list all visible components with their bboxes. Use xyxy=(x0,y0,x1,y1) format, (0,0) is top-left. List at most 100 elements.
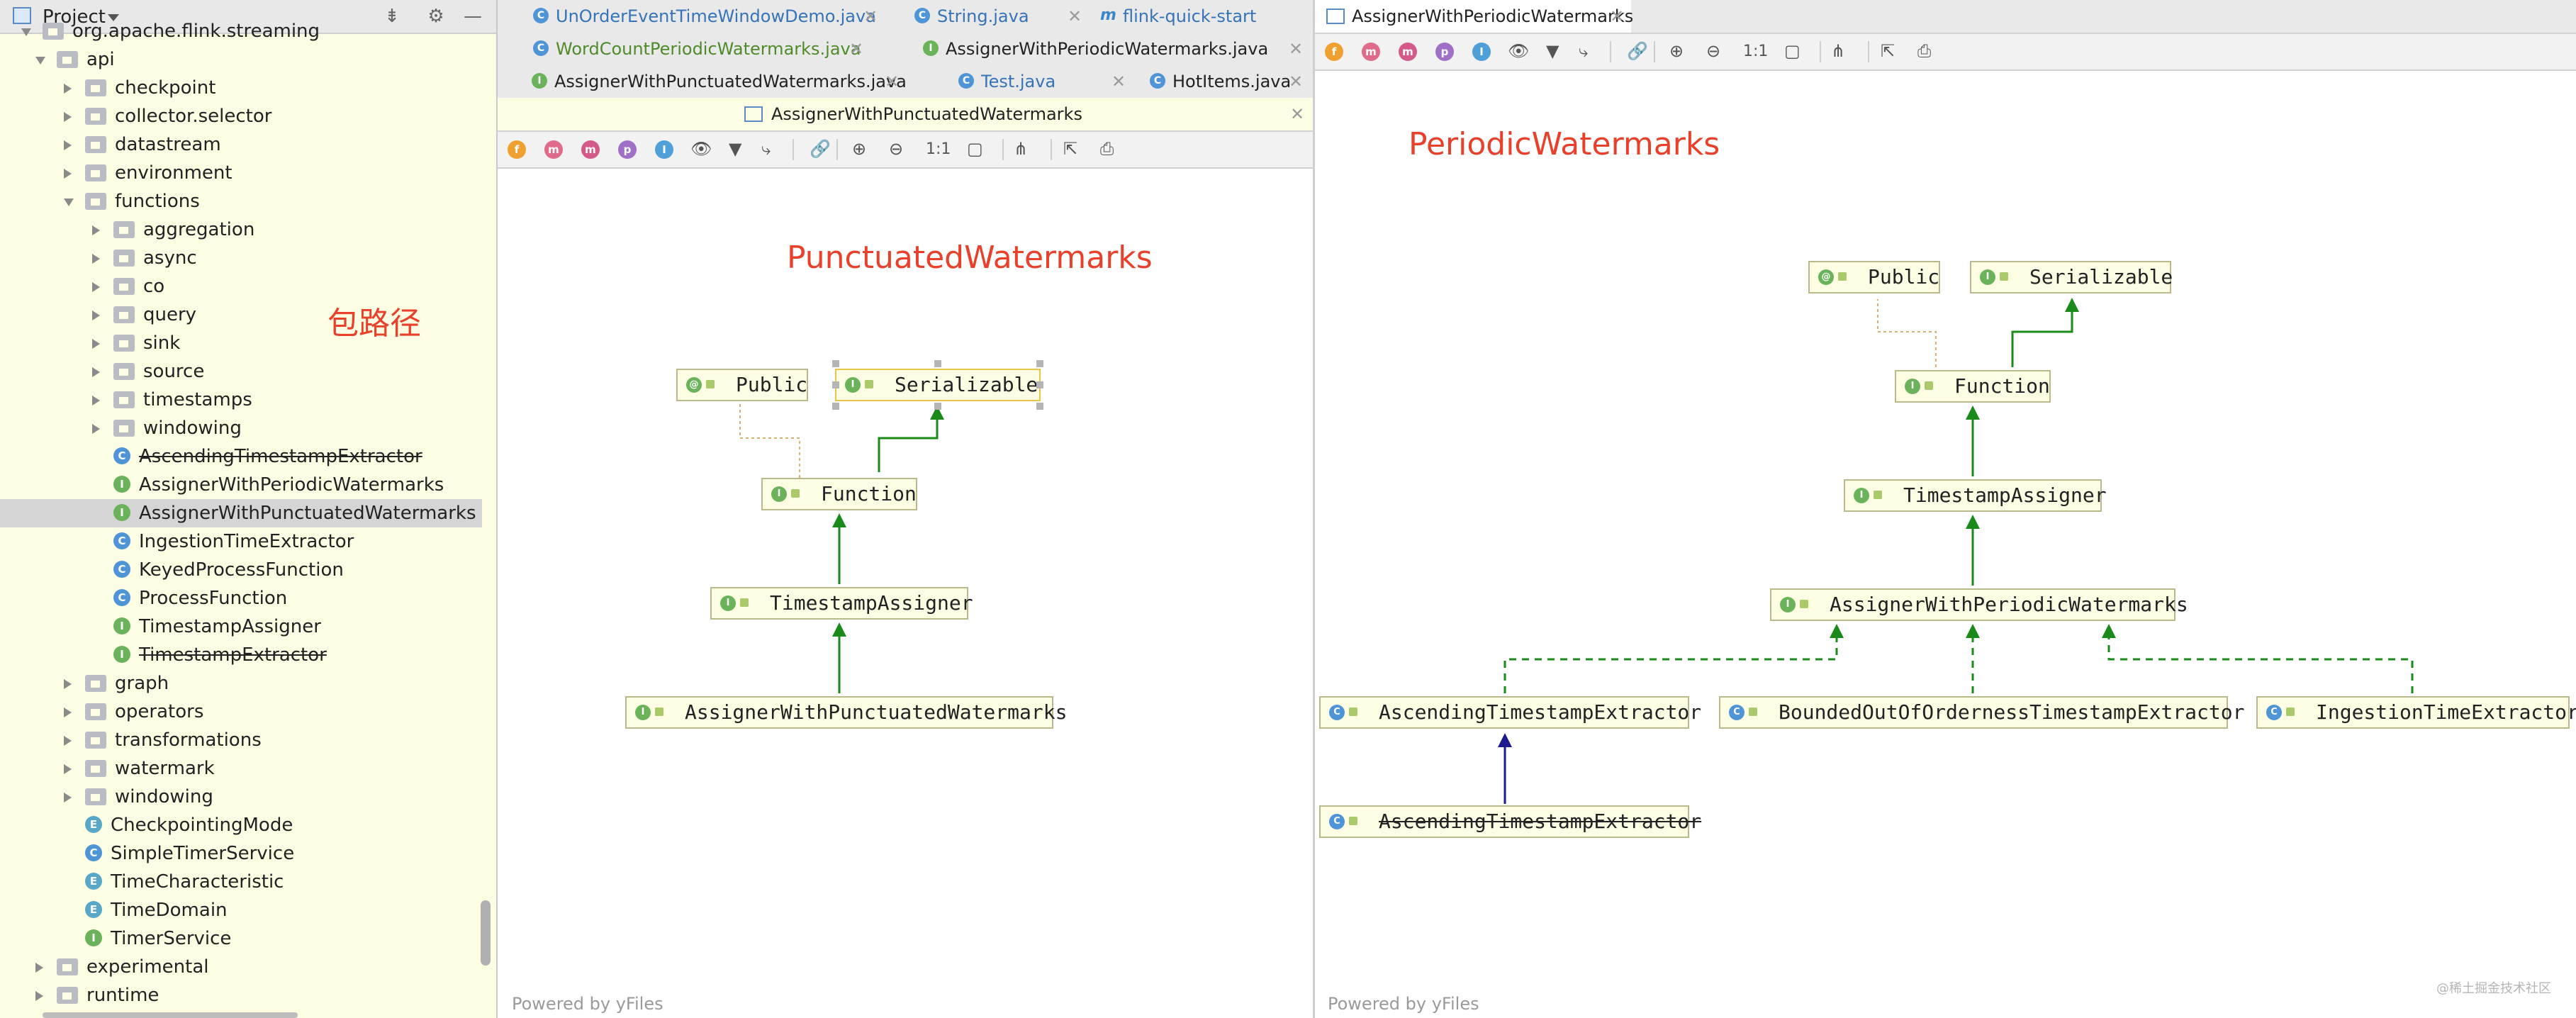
diagram-tab-active[interactable]: AssignerWithPunctuatedWatermarks ✕ xyxy=(498,98,1313,132)
properties-icon[interactable]: p xyxy=(1435,43,1454,61)
print-icon[interactable]: ⎙ xyxy=(1100,139,1114,159)
chevron-right-icon[interactable] xyxy=(64,679,72,689)
layout-icon[interactable]: ⋔ xyxy=(1014,139,1029,159)
tree-folder-experimental[interactable]: experimental xyxy=(0,953,482,981)
chevron-right-icon[interactable] xyxy=(64,169,72,179)
layout-icon[interactable]: ⋔ xyxy=(1831,41,1846,61)
close-icon[interactable]: ✕ xyxy=(1289,72,1304,91)
chevron-down-icon[interactable] xyxy=(108,14,119,21)
close-icon[interactable]: ✕ xyxy=(863,6,878,26)
tree-folder-aggregation[interactable]: aggregation xyxy=(0,216,482,244)
tree-folder-graph[interactable]: graph xyxy=(0,669,482,698)
chevron-right-icon[interactable] xyxy=(64,764,72,774)
chevron-right-icon[interactable] xyxy=(92,282,100,292)
node-timestampassigner[interactable]: I TimestampAssigner xyxy=(710,587,973,620)
chevron-right-icon[interactable] xyxy=(64,84,72,94)
close-icon[interactable]: ✕ xyxy=(849,39,864,59)
chevron-right-icon[interactable] xyxy=(64,707,72,717)
methods-icon[interactable]: m xyxy=(1399,43,1417,61)
node-ascending-extractor[interactable]: C AscendingTimestampExtractor xyxy=(1319,696,1701,729)
tree-folder-query[interactable]: query xyxy=(0,301,482,329)
inner-classes-icon[interactable]: I xyxy=(655,140,673,159)
fit-content-icon[interactable]: ▢ xyxy=(967,139,983,159)
properties-icon[interactable]: p xyxy=(618,140,637,159)
tree-folder-functions[interactable]: functions xyxy=(0,187,482,216)
export-icon[interactable]: ⇱ xyxy=(1063,139,1078,159)
zoom-in-icon[interactable]: ⊕ xyxy=(852,139,867,159)
node-serializable[interactable]: I Serializable xyxy=(835,369,1041,401)
tab-periodic-diagram[interactable]: AssignerWithPeriodicWatermarks ✕ xyxy=(1315,0,1633,33)
tree-folder-org-apache-flink-streaming[interactable]: org.apache.flink.streaming xyxy=(0,17,482,45)
tree-folder-environment[interactable]: environment xyxy=(0,159,482,187)
selection-handle[interactable] xyxy=(1036,403,1043,410)
export-icon[interactable]: ⇱ xyxy=(1881,41,1895,61)
selection-handle[interactable] xyxy=(1036,360,1043,367)
zoom-out-icon[interactable]: ⊖ xyxy=(1706,41,1721,61)
inner-classes-icon[interactable]: I xyxy=(1472,43,1491,61)
node-public[interactable]: @ Public xyxy=(1808,261,1940,293)
chevron-right-icon[interactable] xyxy=(92,225,100,235)
dependencies-icon[interactable]: ⤷ xyxy=(1579,41,1589,61)
methods-icon[interactable]: m xyxy=(581,140,600,159)
visibility-icon[interactable]: 👁 xyxy=(690,139,712,159)
node-ascending-extractor-deprecated[interactable]: C AscendingTimestampExtractor xyxy=(1319,805,1701,838)
filter-icon[interactable]: ▼ xyxy=(1546,41,1559,61)
tree-folder-windowing[interactable]: windowing xyxy=(0,414,482,442)
node-punctuated-watermarks[interactable]: I AssignerWithPunctuatedWatermarks xyxy=(625,696,1067,729)
tree-folder-runtime[interactable]: runtime xyxy=(0,981,482,1009)
close-icon[interactable]: ✕ xyxy=(1290,104,1305,124)
tree-folder-watermark[interactable]: watermark xyxy=(0,754,482,783)
chevron-right-icon[interactable] xyxy=(64,793,72,802)
chevron-down-icon[interactable] xyxy=(64,198,74,206)
selection-handle[interactable] xyxy=(832,360,839,367)
tree-folder-timestamps[interactable]: timestamps xyxy=(0,386,482,414)
filter-icon[interactable]: ▼ xyxy=(729,139,742,159)
actual-size-icon[interactable]: 1:1 xyxy=(926,140,951,158)
tree-folder-api[interactable]: api xyxy=(0,45,482,74)
chevron-right-icon[interactable] xyxy=(35,963,43,973)
chevron-right-icon[interactable] xyxy=(92,367,100,377)
pane-divider[interactable] xyxy=(1313,0,1315,1018)
horizontal-scrollbar[interactable] xyxy=(43,1012,298,1018)
print-icon[interactable]: ⎙ xyxy=(1917,41,1932,61)
fit-content-icon[interactable]: ▢ xyxy=(1784,41,1801,61)
close-icon[interactable]: ✕ xyxy=(885,72,900,91)
close-icon[interactable]: ✕ xyxy=(1068,6,1082,26)
chevron-down-icon[interactable] xyxy=(35,57,45,65)
chevron-right-icon[interactable] xyxy=(64,140,72,150)
constructors-icon[interactable]: m xyxy=(1362,43,1380,61)
chevron-right-icon[interactable] xyxy=(92,254,100,264)
tree-folder-datastream[interactable]: datastream xyxy=(0,130,482,159)
node-function[interactable]: I Function xyxy=(1895,370,2051,403)
chevron-right-icon[interactable] xyxy=(92,311,100,320)
node-periodic-watermarks[interactable]: I AssignerWithPeriodicWatermarks xyxy=(1770,588,2188,621)
tree-folder-source[interactable]: source xyxy=(0,357,482,386)
tree-folder-collector-selector[interactable]: collector.selector xyxy=(0,102,482,130)
close-icon[interactable]: ✕ xyxy=(1289,39,1304,59)
selection-handle[interactable] xyxy=(832,381,839,388)
actual-size-icon[interactable]: 1:1 xyxy=(1743,43,1769,60)
node-ingestion-extractor[interactable]: C IngestionTimeExtractor xyxy=(2256,696,2576,729)
chevron-down-icon[interactable] xyxy=(21,28,31,36)
link-icon[interactable]: 🔗 xyxy=(1627,41,1648,61)
node-bounded-extractor[interactable]: C BoundedOutOfOrdernessTimestampExtracto… xyxy=(1719,696,2244,729)
hide-panel-icon[interactable]: — xyxy=(464,6,482,27)
constructors-icon[interactable]: m xyxy=(544,140,563,159)
fields-icon[interactable]: f xyxy=(508,140,526,159)
close-icon[interactable]: ✕ xyxy=(1111,72,1126,91)
